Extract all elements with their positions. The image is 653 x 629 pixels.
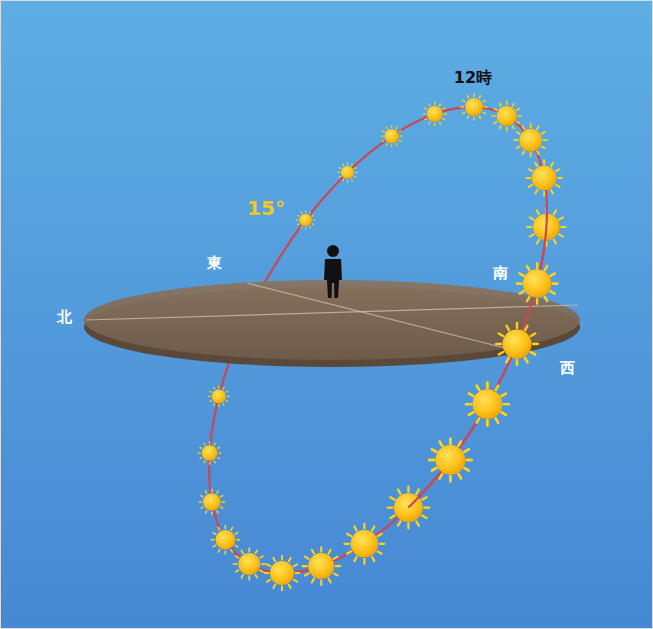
sun-symbol <box>496 323 538 365</box>
direction-label: 東 <box>207 256 222 271</box>
angle-label: 15° <box>247 198 285 218</box>
sun-orbit-front <box>408 206 546 507</box>
ground-disk <box>84 245 580 367</box>
sun-symbol <box>423 102 446 125</box>
sun-symbol <box>466 383 509 426</box>
sun-symbol <box>344 524 384 564</box>
sun-symbol <box>198 442 221 465</box>
sun-symbol <box>265 556 300 591</box>
east-west-line <box>247 283 505 348</box>
sun-symbol <box>461 94 487 120</box>
sun-symbol <box>199 489 224 514</box>
direction-label: 北 <box>57 310 72 325</box>
north-south-line <box>86 305 578 320</box>
sun-symbol <box>517 263 558 304</box>
person-silhouette <box>324 245 342 298</box>
sun-symbol <box>233 548 265 580</box>
sun-symbol <box>466 383 509 426</box>
sun-symbol <box>297 211 315 229</box>
sun-symbol <box>302 547 340 585</box>
sun-symbol <box>526 160 562 196</box>
noon-label: 12時 <box>454 70 492 86</box>
sun-symbol <box>381 126 402 147</box>
direction-label: 南 <box>493 266 508 281</box>
disk-top <box>84 280 580 360</box>
sun-symbol <box>429 439 472 482</box>
sun-symbol <box>338 163 357 182</box>
sun-symbol <box>429 439 472 482</box>
sun-symbol <box>209 386 229 406</box>
sun-symbol <box>492 101 521 130</box>
sun-symbol <box>211 526 239 554</box>
orbit-front <box>408 206 557 507</box>
sun-symbol <box>514 124 546 156</box>
direction-label: 西 <box>560 361 575 376</box>
